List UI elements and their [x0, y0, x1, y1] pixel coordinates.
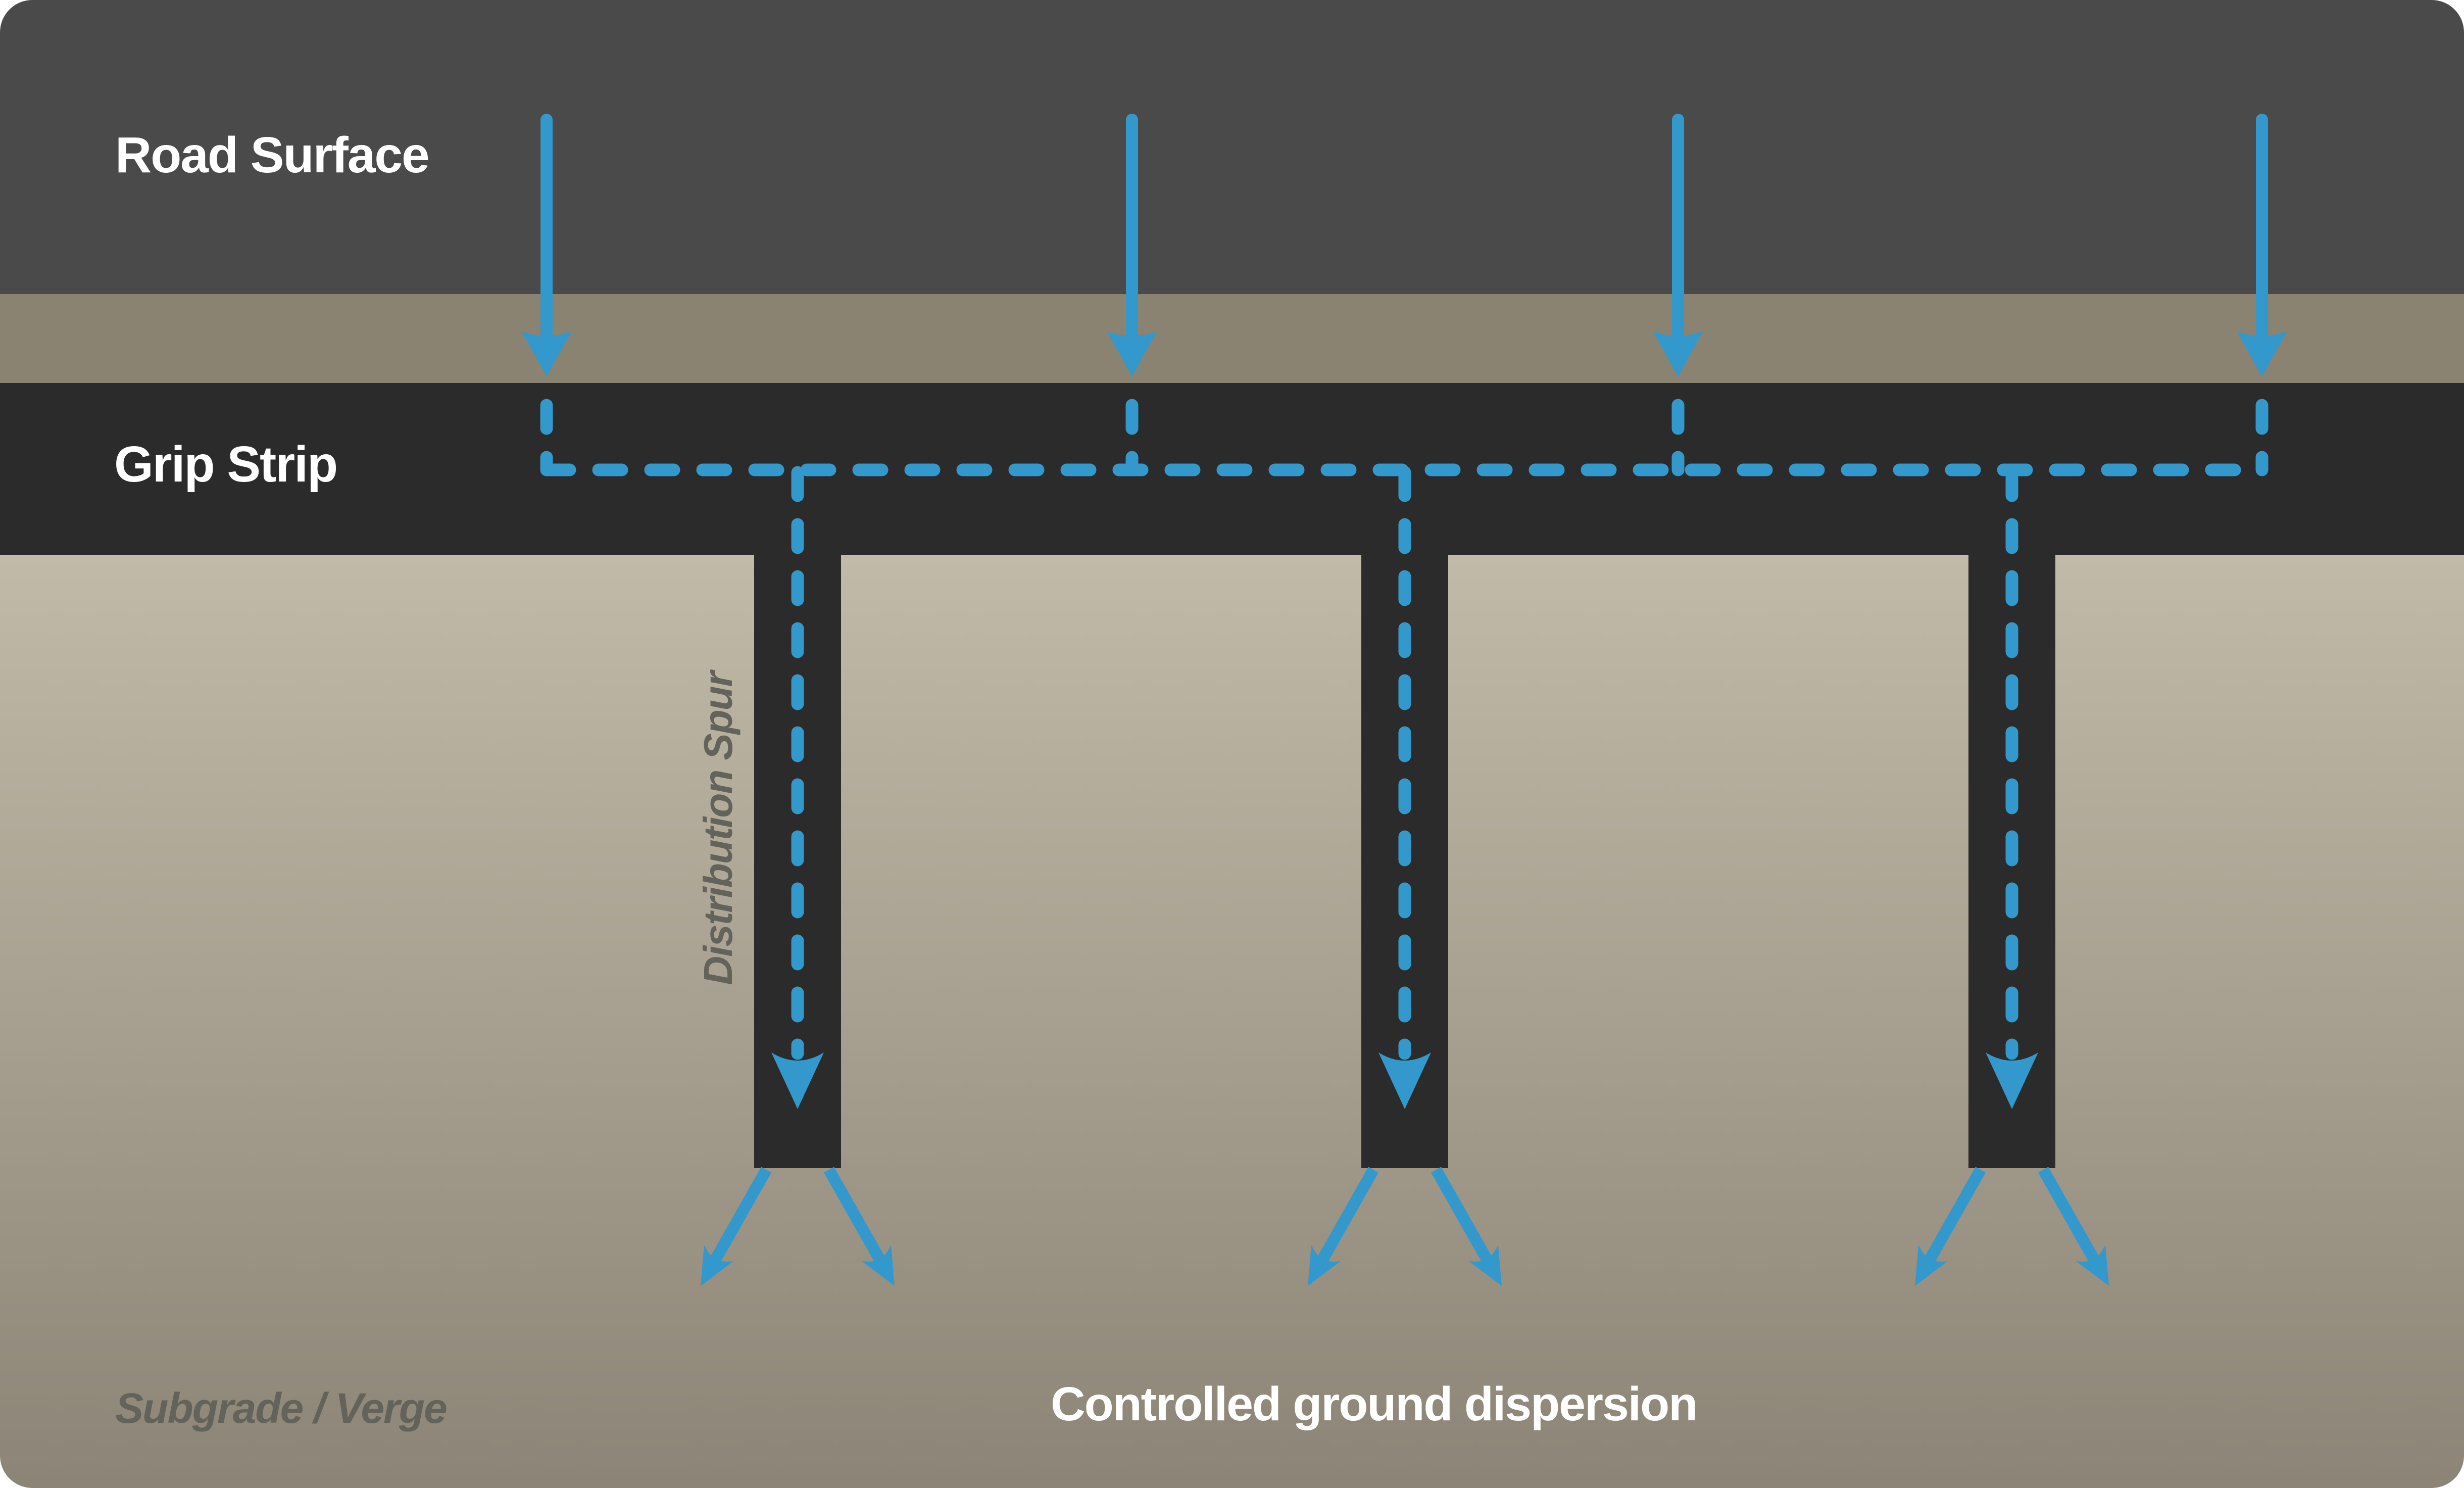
dispersal-arrow-pair: [686, 1167, 909, 1294]
inflow-arrow: [1107, 114, 1157, 376]
road-surface-label: Road Surface: [115, 127, 430, 183]
subgrade-verge-label: Subgrade / Verge: [115, 1384, 448, 1432]
spur-flow-dash: [771, 466, 824, 1109]
grip-strip-label: Grip Strip: [114, 436, 338, 493]
spur-flow-dash: [1986, 466, 2038, 1109]
shoulder-layer: [0, 294, 2464, 383]
controlled-dispersion-label: Controlled ground dispersion: [1051, 1377, 1698, 1431]
dispersal-arrow-pair: [1900, 1167, 2124, 1294]
grip-entry-dash: [540, 399, 2269, 476]
spur-flow-dash: [1378, 466, 1431, 1109]
dispersal-arrow-pair: [1293, 1167, 1516, 1294]
inflow-arrow: [2237, 114, 2287, 376]
road-surface-layer: [0, 0, 2464, 294]
inflow-arrow: [521, 114, 572, 376]
inflow-arrow: [1653, 114, 1703, 376]
distribution-spur-label: Distribution Spur: [696, 672, 741, 985]
